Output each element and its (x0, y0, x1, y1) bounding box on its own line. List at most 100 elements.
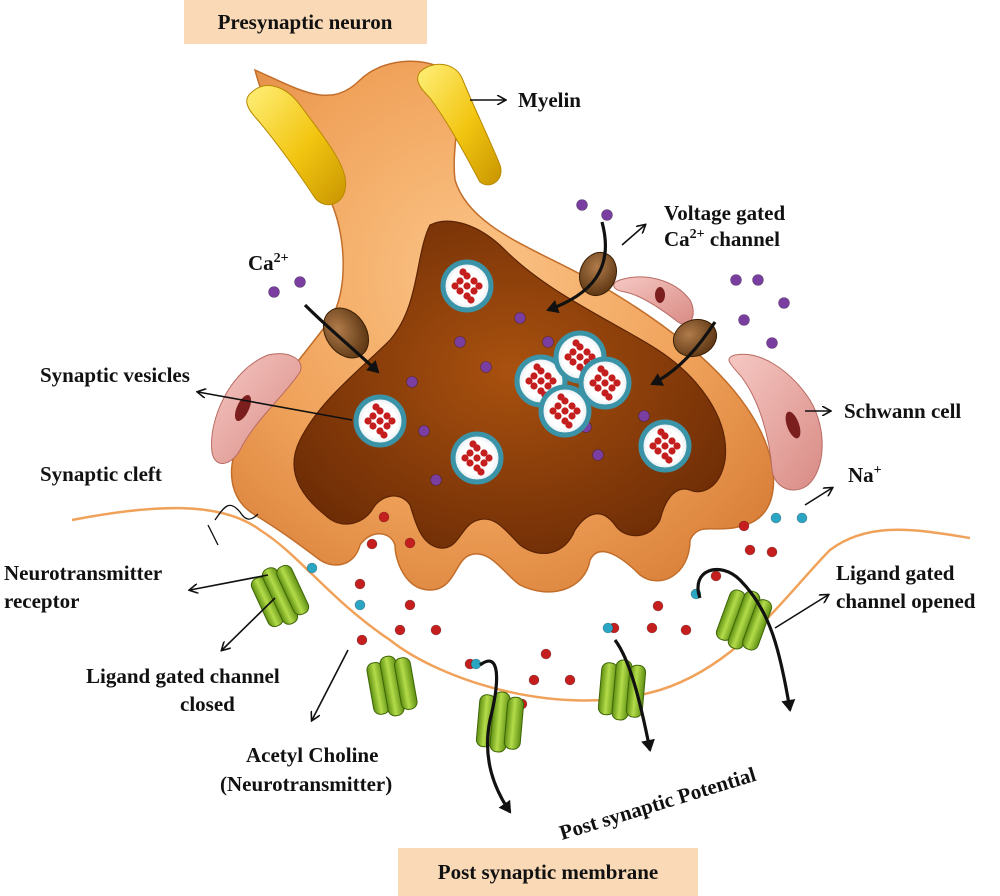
myelin-right (417, 63, 502, 186)
psp-arrow-3 (696, 568, 796, 712)
ligand-gated-channel (366, 655, 418, 717)
vesicle-neurotransmitter (383, 422, 391, 430)
post-synaptic-membrane-banner: Post synaptic membrane (398, 848, 698, 896)
calcium-ion (480, 361, 492, 373)
vesicle-neurotransmitter (573, 407, 581, 415)
synaptic-cleft-brace (214, 504, 259, 521)
ligand-closed-label-line2: closed (180, 692, 235, 716)
vesicle-neurotransmitter (594, 384, 602, 392)
na-pointer (804, 488, 832, 506)
calcium-ion (576, 199, 588, 211)
vesicle-neurotransmitter (564, 353, 572, 361)
vesicle-neurotransmitter (383, 412, 391, 420)
vesicle-neurotransmitter (388, 417, 396, 425)
ligand-opened-label-line1: Ligand gated (836, 561, 955, 585)
acetylcholine-molecule (766, 546, 778, 558)
ca-influx-arrows (303, 221, 717, 386)
vesicle-neurotransmitter (533, 363, 541, 371)
post-synaptic-potential-arrows (479, 568, 796, 814)
vesicle-neurotransmitter (369, 412, 377, 420)
schwann-nucleus-right (785, 411, 801, 439)
vesicle-neurotransmitter (470, 277, 478, 285)
calcium-ion (542, 336, 554, 348)
vesicle-neurotransmitter (673, 442, 681, 450)
vesicle-neurotransmitter (668, 447, 676, 455)
vesicle-neurotransmitter (537, 377, 545, 385)
vesicle-neurotransmitter (456, 277, 464, 285)
vesicle-neurotransmitter (572, 339, 580, 347)
post-synaptic-potential-label: Post synaptic Potential (556, 762, 758, 845)
schwann-cell-left (211, 353, 302, 464)
myelin-sheath (246, 63, 502, 206)
presynaptic-terminal-inner (293, 220, 727, 554)
acetylcholine-label-line1: Acetyl Choline (246, 743, 378, 767)
vesicle-neurotransmitter (466, 449, 474, 457)
schwann-cell-right (728, 353, 823, 491)
presynaptic-neuron-banner: Presynaptic neuron (184, 0, 427, 44)
vesicle-neurotransmitter (525, 377, 533, 385)
acetylcholine-molecule (528, 674, 540, 686)
vesicle-neurotransmitter (665, 456, 673, 464)
vesicle-neurotransmitter (473, 454, 481, 462)
channel-subunit (394, 657, 418, 710)
vesicle-neurotransmitter (480, 449, 488, 457)
vesicle-neurotransmitter (485, 454, 493, 462)
vesicle-neurotransmitter (657, 428, 665, 436)
calcium-ions (268, 199, 790, 486)
acetylcholine-molecule (652, 600, 664, 612)
calcium-ion (294, 276, 306, 288)
ligand-gated-channel-closed (250, 564, 310, 628)
neurotransmitter-receptor-label-line2: receptor (4, 589, 79, 613)
vesicle-neurotransmitter (569, 358, 577, 366)
sodium-ion (602, 622, 614, 634)
vesicle-neurotransmitter (451, 282, 459, 290)
channel-subunit (503, 696, 525, 750)
calcium-ion (738, 314, 750, 326)
calcium-ion (268, 286, 280, 298)
calcium-ion (752, 274, 764, 286)
vesicle-neurotransmitter (576, 353, 584, 361)
vesicle-neurotransmitter (549, 407, 557, 415)
vesicle-neurotransmitter (605, 393, 613, 401)
ligand-opened-label-line2: channel opened (836, 589, 976, 613)
vesicle-neurotransmitter (463, 282, 471, 290)
vesicle-neurotransmitter (589, 379, 597, 387)
vesicle-neurotransmitter (364, 417, 372, 425)
schwann-cell-top (613, 276, 694, 325)
vesicle-neurotransmitter (544, 372, 552, 380)
vesicle-neurotransmitter (654, 437, 662, 445)
channel-subunit (276, 564, 310, 616)
vesicle-neurotransmitter (583, 348, 591, 356)
vesicle-neurotransmitter (668, 437, 676, 445)
vesicle-neurotransmitter (597, 365, 605, 373)
vesicle-neurotransmitter (569, 348, 577, 356)
synaptic-vesicles-label: Synaptic vesicles (40, 363, 190, 387)
vesicle-neurotransmitter (557, 393, 565, 401)
vesicle-neurotransmitter (608, 384, 616, 392)
synaptic-vesicle (638, 419, 692, 473)
schwann-cells (211, 276, 823, 491)
calcium-ion (730, 274, 742, 286)
vesicle-neurotransmitter (608, 374, 616, 382)
vesicle-neurotransmitter (649, 442, 657, 450)
vesicle-neurotransmitter (544, 382, 552, 390)
ca-influx-arrow-left (303, 303, 380, 374)
post-synaptic-membrane-line (71, 506, 971, 702)
acetylcholine-molecule (744, 544, 756, 556)
vesicle-neurotransmitter (459, 268, 467, 276)
acetylcholine-molecule (738, 520, 750, 532)
ca-channel-right (672, 318, 718, 358)
synaptic-cleft-tick (207, 524, 219, 546)
vesicle-neurotransmitter (480, 459, 488, 467)
psp-arrow-2 (613, 639, 655, 752)
vesicle-neurotransmitter (565, 421, 573, 429)
acetylcholine-molecule (710, 570, 722, 582)
label-pointers (190, 100, 832, 720)
myelin-label: Myelin (518, 88, 581, 112)
schwann-nucleus-top (655, 287, 665, 303)
voltage-gated-label-line1: Voltage gated (664, 201, 785, 225)
voltage-gated-label-line2: Ca2+ channel (664, 227, 780, 251)
ca-influx-arrow-top (546, 221, 608, 314)
vesicle-neurotransmitter (530, 372, 538, 380)
